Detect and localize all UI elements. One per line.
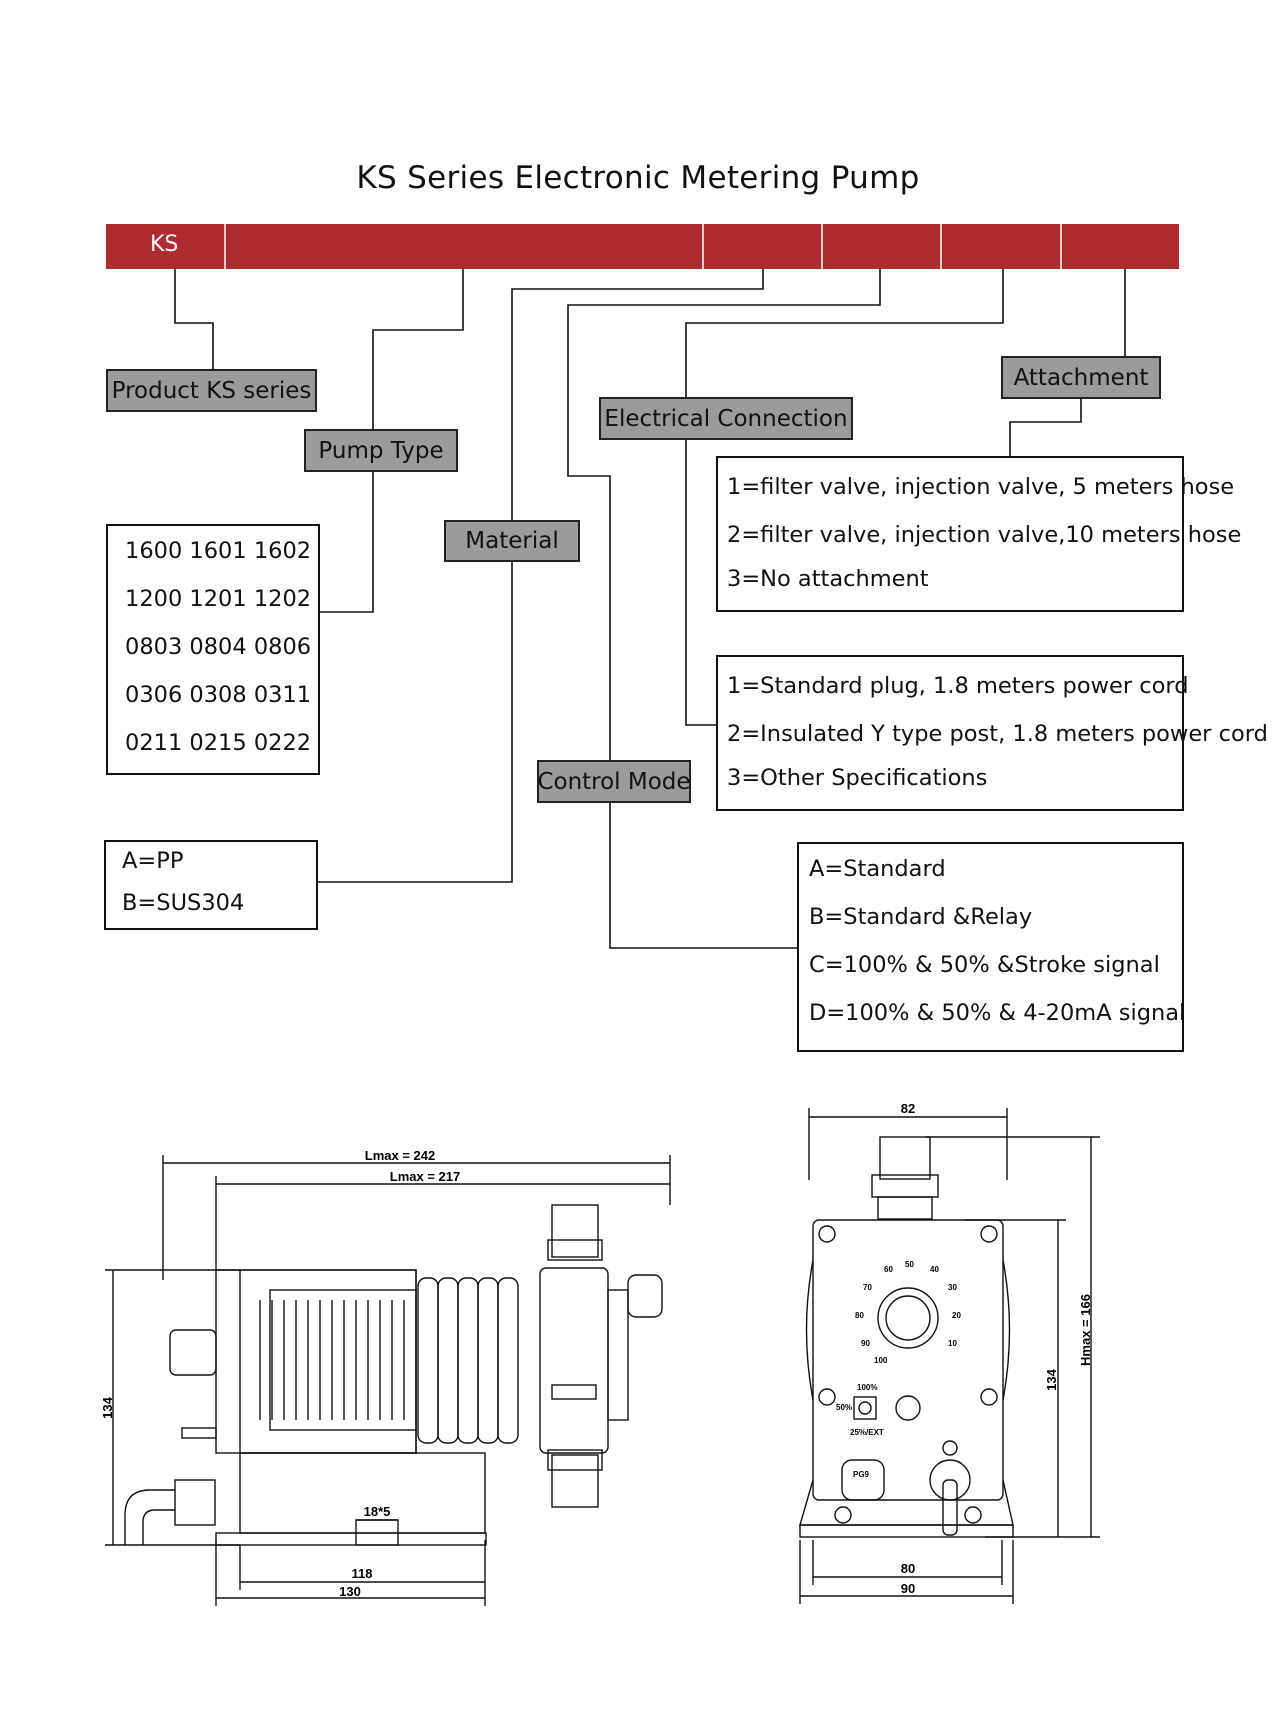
label-attachment: Attachment: [1001, 356, 1161, 399]
dim-base-90: 90: [901, 1581, 915, 1596]
dim-lmax-217: Lmax = 217: [390, 1169, 460, 1184]
dial-label: 30: [948, 1283, 957, 1292]
bar-segment-material: [704, 224, 823, 269]
pg9-label: PG9: [853, 1470, 870, 1479]
control-option: A=Standard: [809, 856, 946, 882]
pump-code-row: 1200 1201 1202: [125, 586, 312, 612]
dim-base-118: 118: [352, 1566, 373, 1581]
dim-base-130: 130: [339, 1584, 361, 1599]
attachment-option: 3=No attachment: [727, 566, 929, 592]
pump-type-codes-box: 1600 1601 1602 1200 1201 1202 0803 0804 …: [106, 524, 320, 775]
pump-code-row: 0803 0804 0806: [125, 634, 312, 660]
dial-label: 10: [948, 1339, 957, 1348]
dial-label: 60: [884, 1265, 893, 1274]
control-options-box: A=Standard B=Standard &Relay C=100% & 50…: [797, 842, 1186, 1052]
label-material: Material: [444, 520, 580, 562]
pump-code-row: 0306 0308 0311: [125, 682, 312, 708]
label-electrical-connection: Electrical Connection: [599, 397, 853, 440]
pump-code-row: 1600 1601 1602: [125, 538, 312, 564]
dial-label: 100: [874, 1356, 888, 1365]
dial-label: 90: [861, 1339, 870, 1348]
pump-code-row: 0211 0215 0222: [125, 730, 312, 756]
bar-segment-control-mode: [823, 224, 942, 269]
dial-label: 80: [855, 1311, 864, 1320]
indicator-label-bottom: 25%/EXT: [850, 1428, 884, 1437]
dim-top-82: 82: [901, 1101, 915, 1116]
label-control-mode: Control Mode: [537, 760, 691, 803]
dim-base-80: 80: [901, 1561, 915, 1576]
dim-hmax-166: Hmax = 166: [1078, 1294, 1093, 1366]
dial-label: 20: [952, 1311, 961, 1320]
control-option: C=100% & 50% &Stroke signal: [809, 952, 1160, 978]
indicator-label-50: 50%: [836, 1403, 852, 1412]
page-title: KS Series Electronic Metering Pump: [356, 160, 920, 196]
bar-segment-electrical: [942, 224, 1062, 269]
dim-lmax-242: Lmax = 242: [365, 1148, 435, 1163]
dial-label: 70: [863, 1283, 872, 1292]
dim-height-134: 134: [1044, 1368, 1059, 1390]
material-options-box: A=PP B=SUS304: [104, 840, 318, 930]
label-product: Product KS series: [106, 369, 317, 412]
dial-label: 50: [905, 1260, 914, 1269]
bar-segment-pump-type: [226, 224, 704, 269]
indicator-label-top: 100%: [857, 1383, 877, 1392]
material-option: B=SUS304: [122, 890, 245, 916]
dim-height-134: 134: [100, 1396, 115, 1418]
electrical-options-box: 1=Standard plug, 1.8 meters power cord 2…: [716, 655, 1268, 811]
control-option: B=Standard &Relay: [809, 904, 1033, 930]
bar-segment-ks: KS: [106, 224, 226, 269]
attachment-option: 1=filter valve, injection valve, 5 meter…: [727, 474, 1235, 500]
model-code-bar: KS: [106, 224, 1179, 269]
electrical-option: 3=Other Specifications: [727, 765, 988, 791]
attachment-options-box: 1=filter valve, injection valve, 5 meter…: [716, 456, 1241, 612]
control-option: D=100% & 50% & 4-20mA signal: [809, 1000, 1186, 1026]
electrical-option: 1=Standard plug, 1.8 meters power cord: [727, 673, 1189, 699]
label-pump-type: Pump Type: [304, 429, 458, 472]
attachment-option: 2=filter valve, injection valve,10 meter…: [727, 522, 1242, 548]
bar-prefix: KS: [150, 232, 179, 257]
electrical-option: 2=Insulated Y type post, 1.8 meters powe…: [727, 721, 1268, 747]
material-option: A=PP: [122, 848, 184, 874]
dim-slot: 18*5: [364, 1504, 391, 1519]
dial-label: 40: [930, 1265, 939, 1274]
